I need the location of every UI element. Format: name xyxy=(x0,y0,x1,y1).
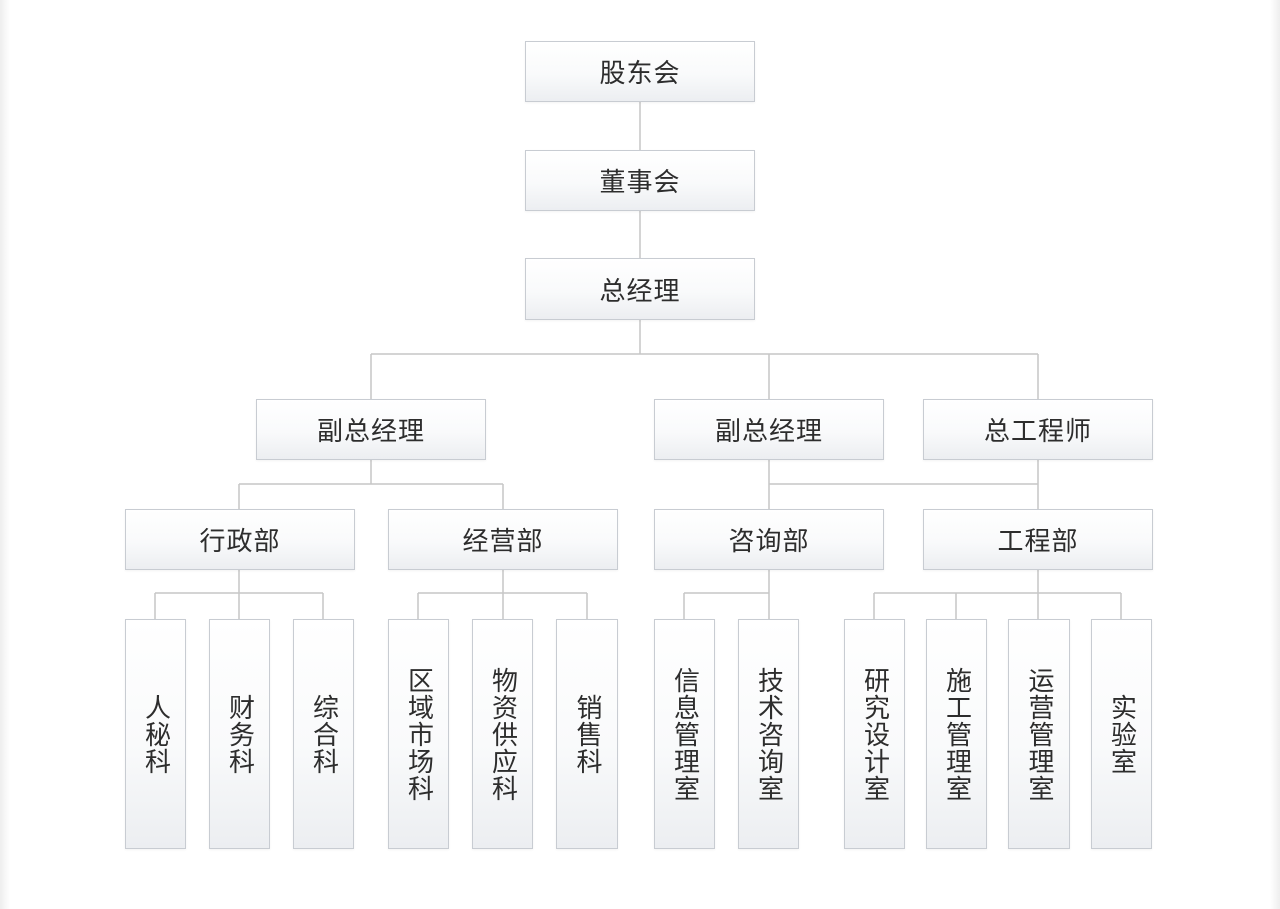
node-section-admin-2: 财务科 xyxy=(209,619,270,849)
node-board-of-directors: 董事会 xyxy=(525,150,755,211)
node-section-engineering-4: 实验室 xyxy=(1091,619,1152,849)
node-section-operations-3: 销售科 xyxy=(556,619,618,849)
node-section-admin-3: 综合科 xyxy=(293,619,354,849)
node-section-operations-2: 物资供应科 xyxy=(472,619,533,849)
node-deputy-gm-2: 副总经理 xyxy=(654,399,884,460)
left-frame-edge xyxy=(0,0,10,909)
node-dept-engineering: 工程部 xyxy=(923,509,1153,570)
node-section-engineering-3: 运营管理室 xyxy=(1008,619,1070,849)
node-deputy-gm-1: 副总经理 xyxy=(256,399,486,460)
node-section-operations-1: 区域市场科 xyxy=(388,619,449,849)
node-chief-engineer: 总工程师 xyxy=(923,399,1153,460)
node-section-consulting-2: 技术咨询室 xyxy=(738,619,799,849)
node-general-manager: 总经理 xyxy=(525,258,755,320)
node-dept-admin: 行政部 xyxy=(125,509,355,570)
node-dept-operations: 经营部 xyxy=(388,509,618,570)
node-section-engineering-1: 研究设计室 xyxy=(844,619,905,849)
node-dept-consulting: 咨询部 xyxy=(654,509,884,570)
node-section-consulting-1: 信息管理室 xyxy=(654,619,715,849)
node-section-admin-1: 人秘科 xyxy=(125,619,186,849)
node-shareholders-meeting: 股东会 xyxy=(525,41,755,102)
node-section-engineering-2: 施工管理室 xyxy=(926,619,987,849)
